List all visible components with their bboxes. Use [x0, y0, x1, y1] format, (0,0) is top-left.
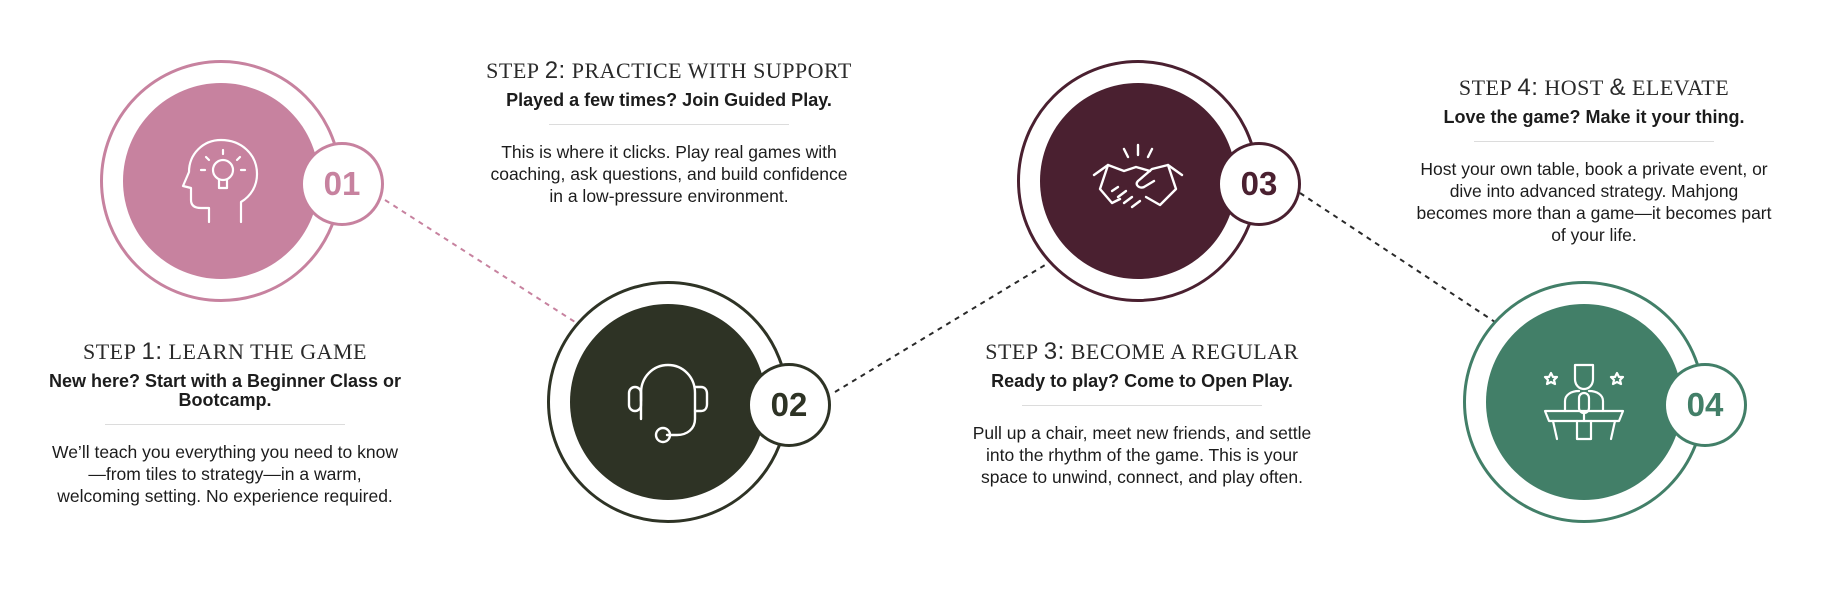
step-2-inner [570, 304, 766, 500]
step-2-subheading: Played a few times? Join Guided Play. [506, 90, 832, 110]
step-4-heading: STEP 4: HOST & ELEVATE [1374, 74, 1814, 102]
step-number: 3: [1043, 338, 1065, 365]
step-number: 4: [1517, 74, 1539, 101]
step-title: BECOME A REGULAR [1070, 339, 1299, 364]
divider [549, 124, 789, 125]
connector-1-2 [384, 199, 576, 323]
step-2-circle: 02 [547, 281, 831, 523]
step-1-text: STEP 1: LEARN THE GAME New here? Start w… [5, 338, 445, 507]
divider [1474, 141, 1714, 142]
step-3-text: STEP 3: BECOME A REGULAR Ready to play? … [922, 338, 1362, 488]
connector-2-3 [834, 264, 1046, 393]
step-1-inner [123, 83, 319, 279]
step-1-circle: 01 [100, 60, 384, 302]
divider [1022, 405, 1262, 406]
step-1-badge: 01 [300, 142, 384, 226]
ampersand: & [1609, 74, 1626, 101]
step-4-description: Host your own table, book a private even… [1416, 159, 1772, 245]
step-1-heading: STEP 1: LEARN THE GAME [5, 338, 445, 366]
step-4-badge: 04 [1663, 363, 1747, 447]
handshake-icon [1092, 143, 1184, 209]
connector-3-4 [1299, 192, 1496, 323]
step-3-subheading: Ready to play? Come to Open Play. [991, 371, 1293, 391]
step-word: STEP [1458, 75, 1512, 100]
step-word: STEP [985, 339, 1038, 364]
step-1-subheading: New here? Start with a Beginner Class or… [48, 371, 402, 410]
head-lightbulb-icon [181, 138, 259, 224]
step-word: STEP [486, 58, 539, 83]
step-number: 1: [141, 338, 163, 365]
step-title-2: ELEVATE [1631, 75, 1730, 100]
step-3-heading: STEP 3: BECOME A REGULAR [922, 338, 1362, 366]
step-title: LEARN THE GAME [168, 339, 367, 364]
step-3-badge: 03 [1217, 142, 1301, 226]
step-3-circle: 03 [1017, 60, 1301, 302]
step-2-badge: 02 [747, 363, 831, 447]
step-2-text: STEP 2: PRACTICE WITH SUPPORT Played a f… [449, 57, 889, 207]
step-title: HOST [1544, 75, 1604, 100]
step-2-description: This is where it clicks. Play real games… [490, 142, 848, 206]
step-4-circle: 04 [1463, 281, 1747, 523]
step-3-description: Pull up a chair, meet new friends, and s… [972, 423, 1312, 487]
step-4-inner [1486, 304, 1682, 500]
step-4-subheading: Love the game? Make it your thing. [1443, 107, 1745, 127]
step-3-inner [1040, 83, 1236, 279]
step-word: STEP [82, 339, 136, 364]
step-number: 2: [544, 57, 566, 84]
step-1-description: We’ll teach you everything you need to k… [52, 442, 398, 506]
step-title: PRACTICE WITH SUPPORT [571, 58, 852, 83]
step-2-heading: STEP 2: PRACTICE WITH SUPPORT [449, 57, 889, 85]
step-4-text: STEP 4: HOST & ELEVATE Love the game? Ma… [1374, 74, 1814, 246]
divider [105, 424, 345, 425]
headset-icon [627, 363, 709, 444]
host-podium-icon [1543, 363, 1625, 441]
